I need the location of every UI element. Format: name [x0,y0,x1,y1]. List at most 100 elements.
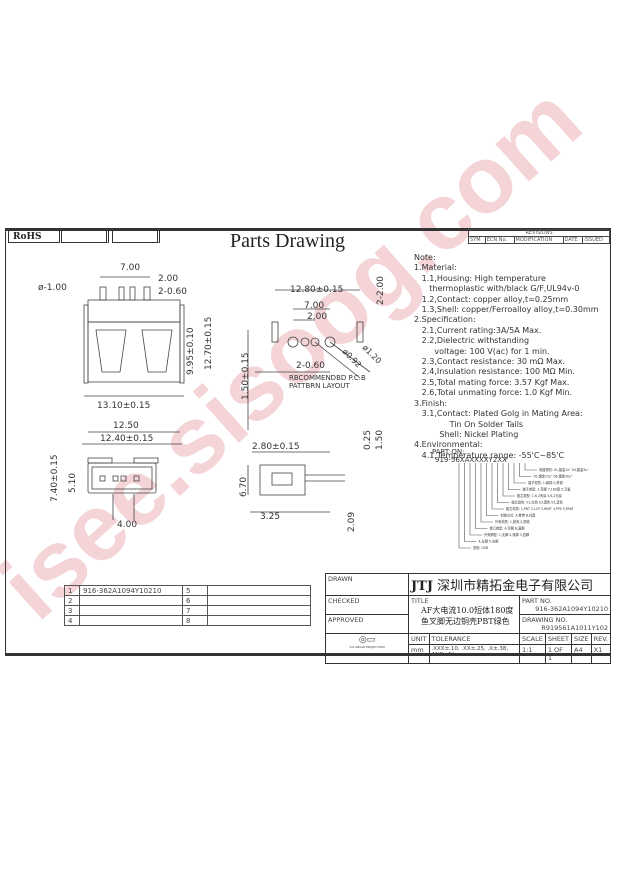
legend-leader [475,463,488,529]
bom-cell [79,595,183,606]
drawing-no: R919561A1011Y102 [541,624,608,632]
pcb-layout-label: RBCOMMENDBD P.C.B [289,374,366,382]
dim-label: 2-0.60 [296,361,325,371]
bom-cell: 2 [64,595,80,606]
dim-label: ø-1.00 [38,283,67,293]
rohs-label: RoHS [8,230,60,243]
note-line: 2.5,Total mating force: 3.57 Kgf Max. [414,377,570,387]
dim-label: 12.40±0.15 [100,434,153,444]
dim-label: 5.10 [68,473,78,493]
title-block: DRAWN JTJ 深圳市精拓金电子有限公司 CHECKED TITLE AF大… [325,573,612,664]
note-line: 4.Environmental: [414,440,483,450]
note-line: 1.1,Housing: High temperature [414,273,546,283]
company-name: 深圳市精拓金电子有限公司 [437,579,594,594]
legend-leader [486,463,499,516]
rev-label: REV. [590,633,612,645]
legend-text: 类别: USB [473,545,488,550]
dim-label: 7.00 [304,301,324,311]
legend-text: 胶芯材质: 1,PBT 2,LCP 3,PA9T 4,PPS 5,PA6T [506,506,574,511]
note-line: 4.1,Temperature range: -55'C~85'C [414,450,565,460]
drawing-no-label: DRAWING NO. [521,616,568,624]
sheet-label: SHEET [544,633,573,645]
note-line: 2.4,Insulation resistance: 100 MΩ Min. [414,367,575,377]
rohs-box [112,230,160,243]
dim-label: 12.70±0.15 [204,317,214,370]
note-line: 1.3,Shell: copper/Ferroalloy alloy,t=0.3… [414,305,599,315]
legend-leader [480,463,493,523]
legend-leader [464,463,477,542]
bom-cell: 4 [64,615,80,626]
connector-top-body [87,321,181,383]
legend-text: 电镀类别: 01,镀金1u" 04,镀金3u" [539,467,589,472]
legend-leader [502,463,515,497]
legend-leader [513,463,526,484]
pcb-layout-label: PATTBRN LAYOUT [289,382,350,390]
dim-label: 7.00 [120,263,140,273]
company-logo: JTJ [411,579,433,594]
note-line: 2.Specification: [414,315,476,325]
note-line: Note: [414,253,436,262]
rev-col: DATE [562,236,584,244]
part-code: 919-56XAXXXXY2XX [435,456,507,464]
bom-cell [207,595,311,606]
dim-label: 0.25 [363,430,373,450]
sheet-value: 1 OF 1 [544,644,573,664]
dim-label: 1.50 [375,430,385,450]
bom-cell [207,585,311,596]
legend-leader [491,463,504,510]
note-line: 2.3,Contact resistance: 30 mΩ Max. [414,357,566,367]
note-line: 3.Finish: [414,398,448,408]
rohs-box [61,230,109,243]
legend-text: 胶芯颜色: 01,白色 03,黑色 05,蓝色 [512,500,564,505]
connector-front-body [87,462,157,494]
note-line: 2.1,Current rating:3A/5A Max. [414,325,542,335]
dim-label: 1.50±0.15 [241,352,251,400]
scale-value: 1:1 [518,644,546,664]
legend-text: 封装方式: A,卷带 B,托盘 [501,513,537,518]
projection-label: 1st ANGLE PROJECTION [349,645,385,649]
note-line: 2.2,Dielectric withstanding [414,336,530,346]
legend-leader [508,463,521,490]
tolerance-value: .XXX±.10, .XX±.25, .X±.38, ANG±5° [428,644,520,664]
rev-col: ISSUED [582,236,610,244]
bom-cell: 8 [182,615,208,626]
dim-label: 2.09 [347,512,357,532]
legend-text: 端子类型: 3,弯脚 7,180度 5,沉板 [523,487,572,492]
title-line: AF大电流10.0短体180度 [421,606,514,615]
size-label: SIZE [571,633,592,645]
dim-label: 2.00 [158,274,178,284]
legend-leader [469,463,482,536]
legend-leader [458,463,471,549]
bom-cell [207,615,311,626]
note-line: voltage: 100 V(ac) for 1 min. [414,346,550,356]
legend-leader [497,463,510,503]
dim-label: 7.40±0.15 [50,454,60,502]
legend-text: 外壳脚型: 1,无脚 2,双脚 3,四脚 [484,532,529,537]
part-no-label: PART NO. [521,597,552,605]
note-line: Shell: Nickel Plating [414,429,519,439]
title-line: 鱼叉脚无边铜壳PBT绿色 [421,617,510,626]
note-line: 1.2,Contact: copper alloy,t=0.25mm [414,294,569,304]
note-line: thermoplastic with/black G/F,UL94v-0 [414,284,580,294]
connector-side-body [259,464,306,496]
legend-leader [519,463,532,477]
title-label: TITLE [411,597,429,605]
revisions-table: REVISIONS SYM ECN No. MODIFICATION DATE … [468,229,610,244]
dim-label: 2.80±0.15 [252,442,300,452]
legend-text: 端口类型: A,弯脚 B,直脚 [490,526,525,531]
scale-label: SCALE [518,633,546,645]
bom-cell: 1 [64,585,80,596]
legend-text: 05,镀金15u" 06,镀金30u" [534,474,574,479]
bom-cell: 5 [182,585,208,596]
unit-value: mm [408,644,430,664]
approved-label: APPROVED [325,614,409,634]
notes: Note:1.Material: 1.1,Housing: High tempe… [414,253,599,461]
bom-cell: 6 [182,595,208,606]
drawing-frame [5,228,611,656]
dim-label: 2.00 [307,312,327,322]
dim-label: 4.00 [117,520,137,530]
